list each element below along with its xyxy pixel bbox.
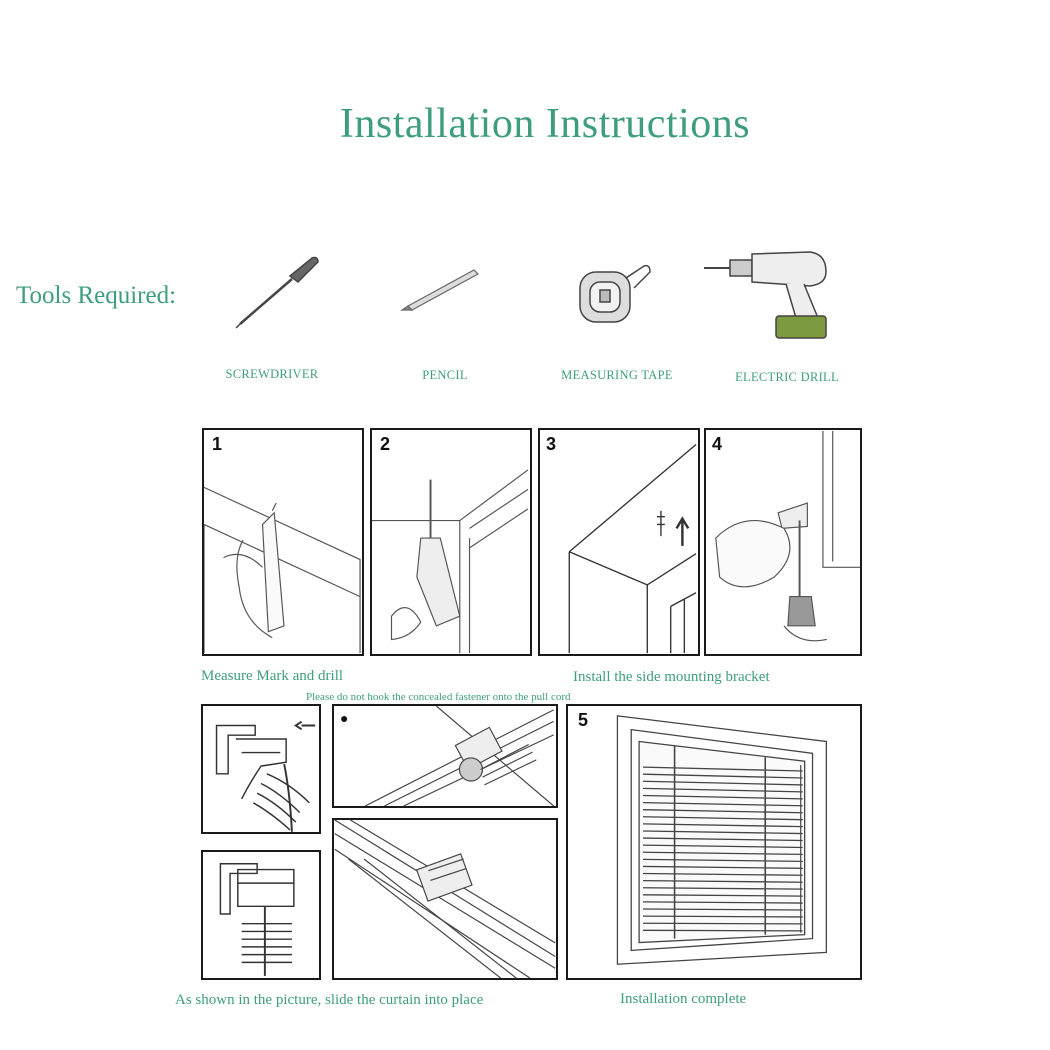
detail-clip-panel bbox=[201, 850, 321, 980]
page-title: Installation Instructions bbox=[339, 101, 751, 147]
step-5-number: 5 bbox=[578, 710, 589, 730]
blind-slat bbox=[643, 787, 803, 793]
measuring-tape-icon bbox=[574, 258, 656, 328]
caption-measure-mark-drill: Measure Mark and drill bbox=[201, 668, 344, 684]
tool-label-screwdriver: SCREWDRIVER bbox=[225, 367, 319, 381]
blind-slat bbox=[643, 801, 803, 807]
caption-install-bracket: Install the side mounting bracket bbox=[573, 669, 770, 685]
blind-slat bbox=[643, 830, 803, 835]
caption-installation-complete: Installation complete bbox=[620, 991, 747, 1007]
blind-slat bbox=[643, 929, 803, 932]
step-1-number: 1 bbox=[212, 434, 223, 454]
step-3-illustration bbox=[568, 443, 697, 654]
blind-slat bbox=[643, 901, 803, 904]
step-2-panel: 2 bbox=[370, 428, 532, 656]
screwdriver-icon bbox=[232, 252, 324, 332]
step-3-panel: 3 bbox=[538, 428, 700, 656]
blind-slat bbox=[643, 844, 803, 849]
tools-required-label: Tools Required: bbox=[16, 282, 177, 309]
step-5-illustration bbox=[616, 715, 827, 965]
blind-slat bbox=[643, 915, 803, 918]
detail-hook-panel bbox=[201, 704, 321, 834]
blind-slat bbox=[643, 837, 803, 842]
blind-slat bbox=[643, 766, 803, 772]
blind-slat bbox=[643, 780, 803, 786]
step-2-number: 2 bbox=[380, 434, 391, 454]
blind-slat bbox=[643, 894, 803, 897]
caption-warning-note: Please do not hook the concealed fastene… bbox=[306, 691, 571, 703]
blind-slat bbox=[643, 858, 803, 863]
blind-slat bbox=[643, 865, 803, 869]
clip-detail-illustration bbox=[219, 863, 295, 976]
blind-slat bbox=[643, 816, 803, 821]
step-3-number: 3 bbox=[546, 434, 557, 454]
pencil-icon bbox=[398, 264, 482, 312]
step-4-panel: 4 bbox=[704, 428, 862, 656]
blind-slat bbox=[643, 887, 803, 890]
fastener-detail-illustration bbox=[364, 706, 555, 806]
tool-label-pencil: PENCIL bbox=[422, 368, 468, 382]
detail-fastener-panel: ● bbox=[332, 704, 558, 808]
blind-slat bbox=[643, 879, 803, 883]
blind-slat bbox=[643, 809, 803, 814]
tool-label-measuring-tape: MEASURING TAPE bbox=[561, 368, 673, 382]
caption-slide-curtain: As shown in the picture, slide the curta… bbox=[175, 992, 484, 1008]
step-5-panel: 5 bbox=[566, 704, 862, 980]
step-4-illustration bbox=[715, 430, 860, 642]
blind-slat bbox=[643, 908, 803, 911]
blind-slat bbox=[643, 794, 803, 800]
blind-slat bbox=[643, 922, 803, 925]
step-1-illustration bbox=[204, 486, 361, 654]
step-2-illustration bbox=[372, 469, 529, 654]
step-4-number: 4 bbox=[712, 434, 723, 454]
tool-label-electric-drill: ELECTRIC DRILL bbox=[735, 370, 839, 384]
detail-rail-panel bbox=[332, 818, 558, 980]
detail-marker-icon: ● bbox=[340, 710, 349, 726]
electric-drill-icon bbox=[700, 246, 834, 342]
blind-slat bbox=[643, 851, 803, 856]
hook-detail-illustration bbox=[215, 720, 316, 832]
step-1-panel: 1 bbox=[202, 428, 364, 656]
blind-slat bbox=[643, 872, 803, 876]
rail-detail-illustration bbox=[334, 820, 556, 978]
blind-slat bbox=[643, 773, 803, 779]
blind-slat bbox=[643, 823, 803, 828]
